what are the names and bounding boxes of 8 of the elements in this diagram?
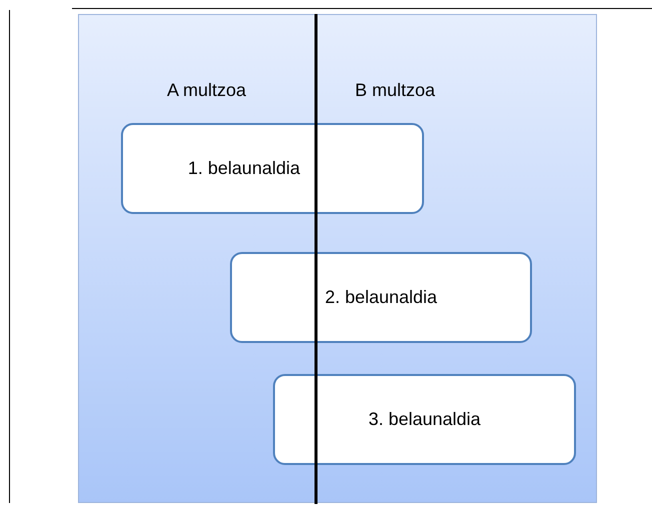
process-box	[230, 252, 532, 343]
box-label: 2. belaunaldia	[324, 287, 438, 308]
column-heading: B multzoa	[355, 80, 436, 101]
process-box	[121, 123, 424, 214]
box-label: 3. belaunaldia	[368, 409, 481, 430]
box-label: 1. belaunaldia	[188, 158, 300, 179]
process-box	[273, 374, 576, 465]
column-heading: A multzoa	[167, 80, 246, 101]
